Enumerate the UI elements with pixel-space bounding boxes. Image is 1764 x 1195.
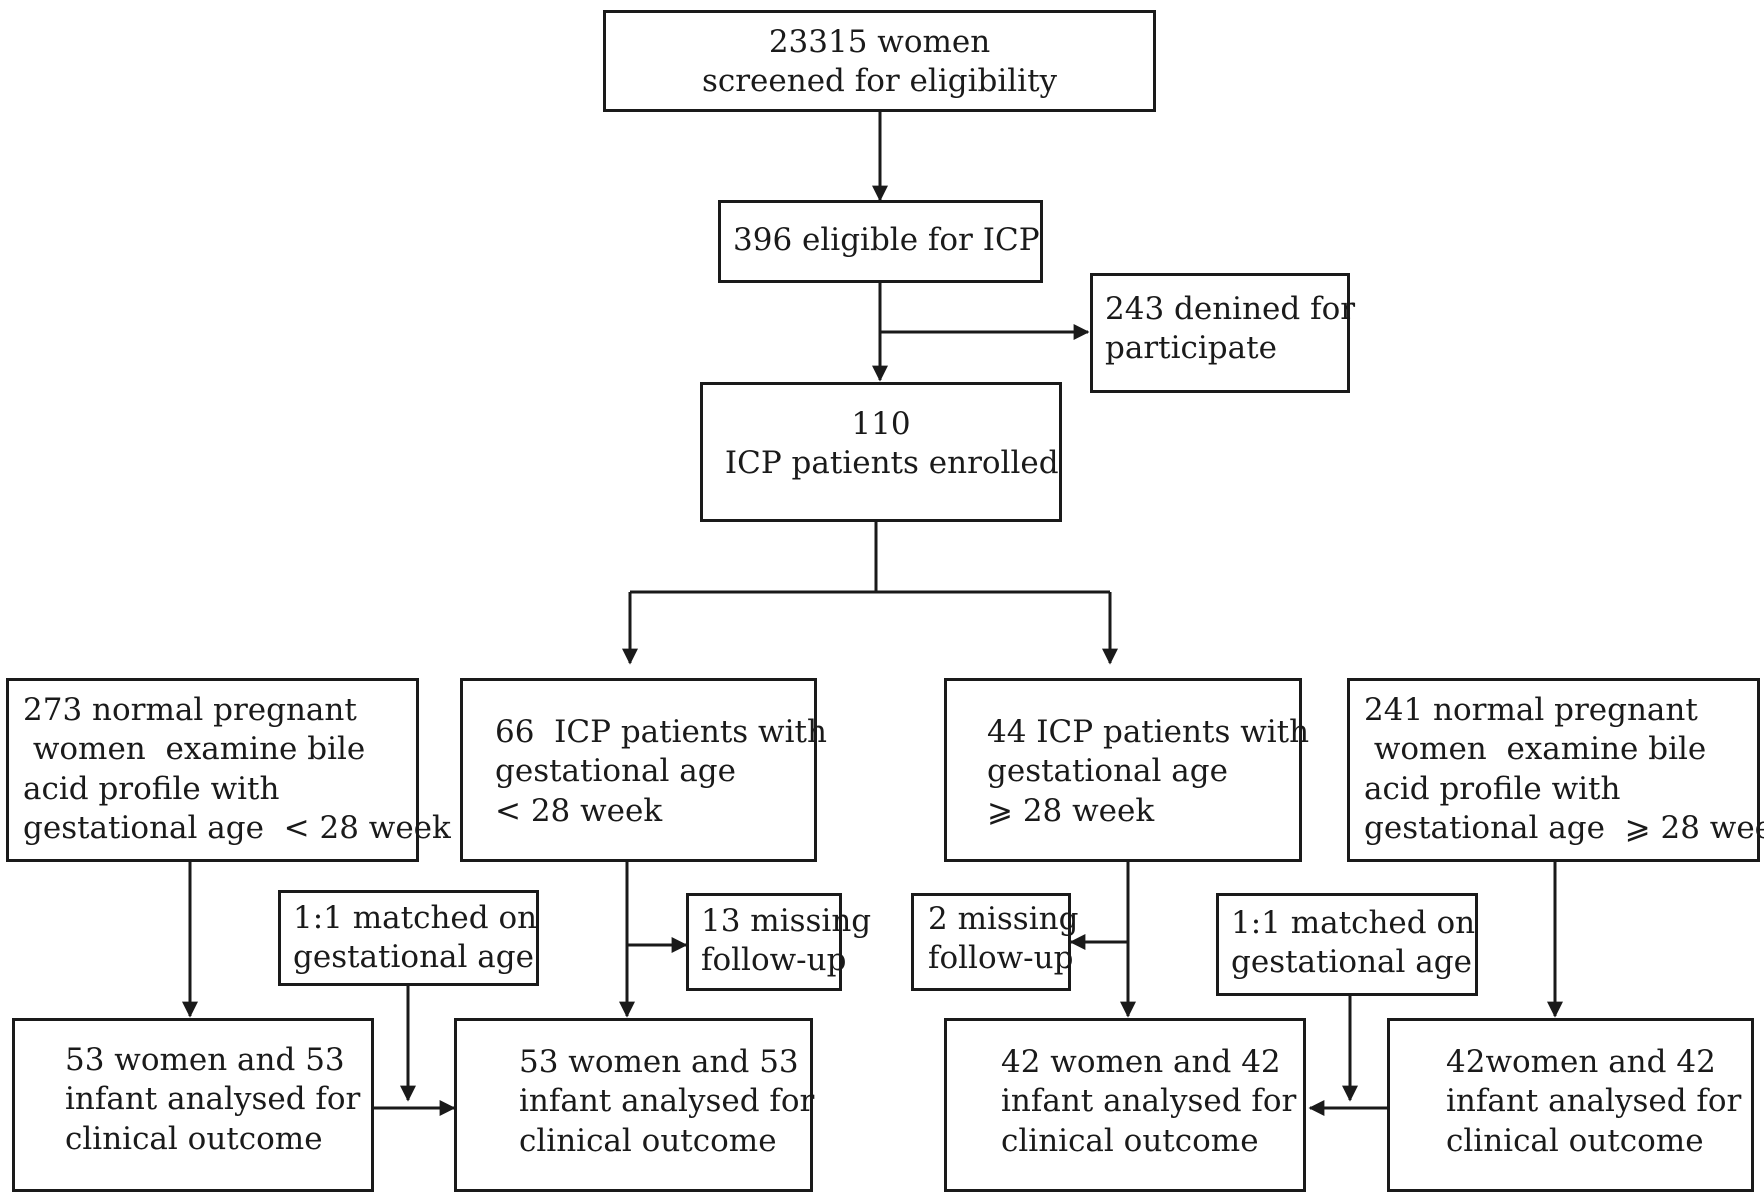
box-text-line: acid profile with <box>23 770 280 807</box>
box-text-line: 1:1 matched on <box>1231 905 1476 941</box>
box-text-line: clinical outcome <box>519 1122 777 1159</box>
box-text-line: 243 denined for <box>1105 291 1356 327</box>
box-text-line: 42women and 42 <box>1446 1044 1716 1080</box>
box-text-line: gestational age <box>1231 944 1472 981</box>
box-text-line: 53 women and 53 <box>519 1044 799 1080</box>
box-text-line: 241 normal pregnant <box>1364 692 1698 728</box>
box-text-line: infant analysed for <box>65 1081 361 1118</box>
box-text-line: 42 women and 42 <box>1001 1044 1281 1080</box>
box-text-line: clinical outcome <box>1001 1122 1259 1159</box>
box-text-line: 2 missing <box>928 901 1079 937</box>
box-text-line: 23315 women <box>768 24 991 60</box>
box-text-line: infant analysed for <box>1001 1083 1297 1120</box>
box-text-line: gestational age <box>495 753 736 790</box>
box-text-line: ⩾ 28 week <box>987 792 1155 829</box>
box-text-line: gestational age <box>987 753 1228 790</box>
box-text-line: acid profile with <box>1364 770 1621 807</box>
box-text-line: 396 eligible for ICP <box>733 222 1040 258</box>
box-text-line: infant analysed for <box>1446 1083 1742 1120</box>
box-text-line: gestational age ⩾ 28 week <box>1364 810 1764 847</box>
box-text-line: gestational age <box>293 939 534 976</box>
box-text-line: women examine bile <box>1364 731 1707 768</box>
enrolled-box: 110 ICP patients enrolled <box>700 382 1062 522</box>
box-text-line: women examine bile <box>23 731 366 768</box>
box-text-line: < 28 week <box>495 792 663 829</box>
box-text-line: follow-up <box>928 940 1074 977</box>
eligible-box: 396 eligible for ICP <box>718 200 1043 283</box>
box-text-line: 1:1 matched on <box>293 900 538 936</box>
box-text-line: infant analysed for <box>519 1083 815 1120</box>
box-text-line: follow-up <box>701 942 847 979</box>
box-text-line: screened for eligibility <box>701 63 1058 100</box>
box-text-line: 13 missing <box>701 903 872 939</box>
box-text-line: participate <box>1105 330 1277 367</box>
box-text-line: 53 women and 53 <box>65 1042 345 1078</box>
box-text-line: 44 ICP patients with <box>987 714 1310 750</box>
box-text-line: 273 normal pregnant <box>23 692 357 728</box>
box-text-line: 66 ICP patients with <box>495 714 827 750</box>
box-text-line: ICP patients enrolled <box>715 445 1059 482</box>
box-text-line: clinical outcome <box>65 1120 323 1157</box>
box-text-line: 110 <box>851 406 911 442</box>
box-text-line: clinical outcome <box>1446 1122 1704 1159</box>
box-text-line: gestational age < 28 week <box>23 810 451 847</box>
